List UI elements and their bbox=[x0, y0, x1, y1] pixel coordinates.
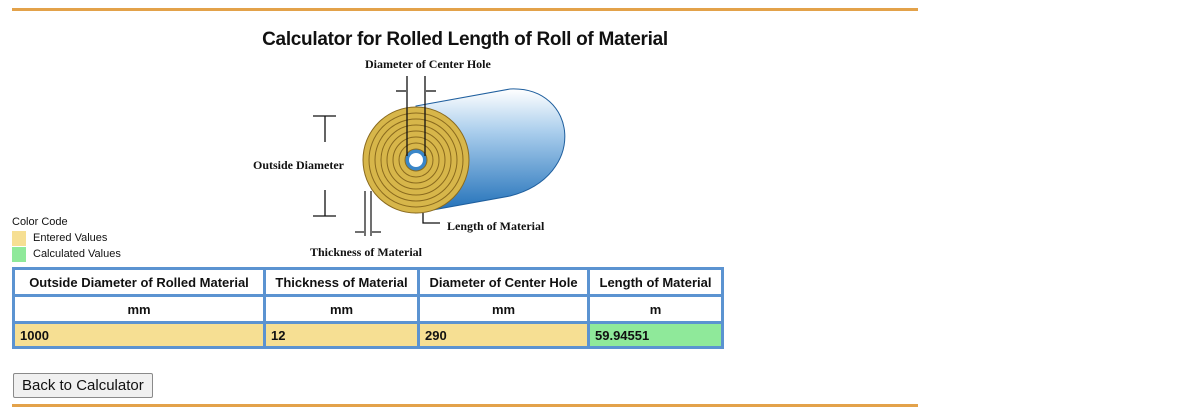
value-outside-diameter: 1000 bbox=[15, 324, 263, 346]
value-center-hole: 290 bbox=[420, 324, 587, 346]
calculated-swatch bbox=[12, 246, 26, 262]
legend-header: Color Code bbox=[12, 216, 68, 228]
top-divider bbox=[12, 8, 918, 11]
page-title: Calculator for Rolled Length of Roll of … bbox=[262, 29, 668, 50]
color-legend: Color Code Entered Values Calculated Val… bbox=[12, 216, 121, 262]
legend-item-entered: Entered Values bbox=[12, 230, 121, 246]
legend-item-calculated: Calculated Values bbox=[12, 246, 121, 262]
results-table: Outside Diameter of Rolled Material Thic… bbox=[12, 267, 724, 349]
legend-label: Calculated Values bbox=[33, 248, 121, 260]
value-length: 59.94551 bbox=[590, 324, 721, 346]
label-center-hole: Diameter of Center Hole bbox=[365, 57, 492, 71]
header-length: Length of Material bbox=[590, 270, 721, 294]
legend-label: Entered Values bbox=[33, 232, 108, 244]
unit-length: m bbox=[590, 297, 721, 321]
label-outside-diameter: Outside Diameter bbox=[253, 158, 345, 172]
label-thickness: Thickness of Material bbox=[310, 245, 423, 259]
value-thickness: 12 bbox=[266, 324, 417, 346]
entered-swatch bbox=[12, 230, 26, 246]
header-thickness: Thickness of Material bbox=[266, 270, 417, 294]
values-row: 1000 12 290 59.94551 bbox=[15, 324, 721, 346]
header-outside-diameter: Outside Diameter of Rolled Material bbox=[15, 270, 263, 294]
header-row: Outside Diameter of Rolled Material Thic… bbox=[15, 270, 721, 294]
unit-thickness: mm bbox=[266, 297, 417, 321]
roll-face bbox=[362, 106, 470, 214]
back-to-calculator-button[interactable]: Back to Calculator bbox=[13, 373, 153, 398]
label-length: Length of Material bbox=[447, 219, 545, 233]
unit-center-hole: mm bbox=[420, 297, 587, 321]
roll-diagram: Diameter of Center Hole Outside Diameter… bbox=[253, 57, 566, 259]
units-row: mm mm mm m bbox=[15, 297, 721, 321]
unit-outside-diameter: mm bbox=[15, 297, 263, 321]
bottom-divider bbox=[12, 404, 918, 407]
header-center-hole: Diameter of Center Hole bbox=[420, 270, 587, 294]
